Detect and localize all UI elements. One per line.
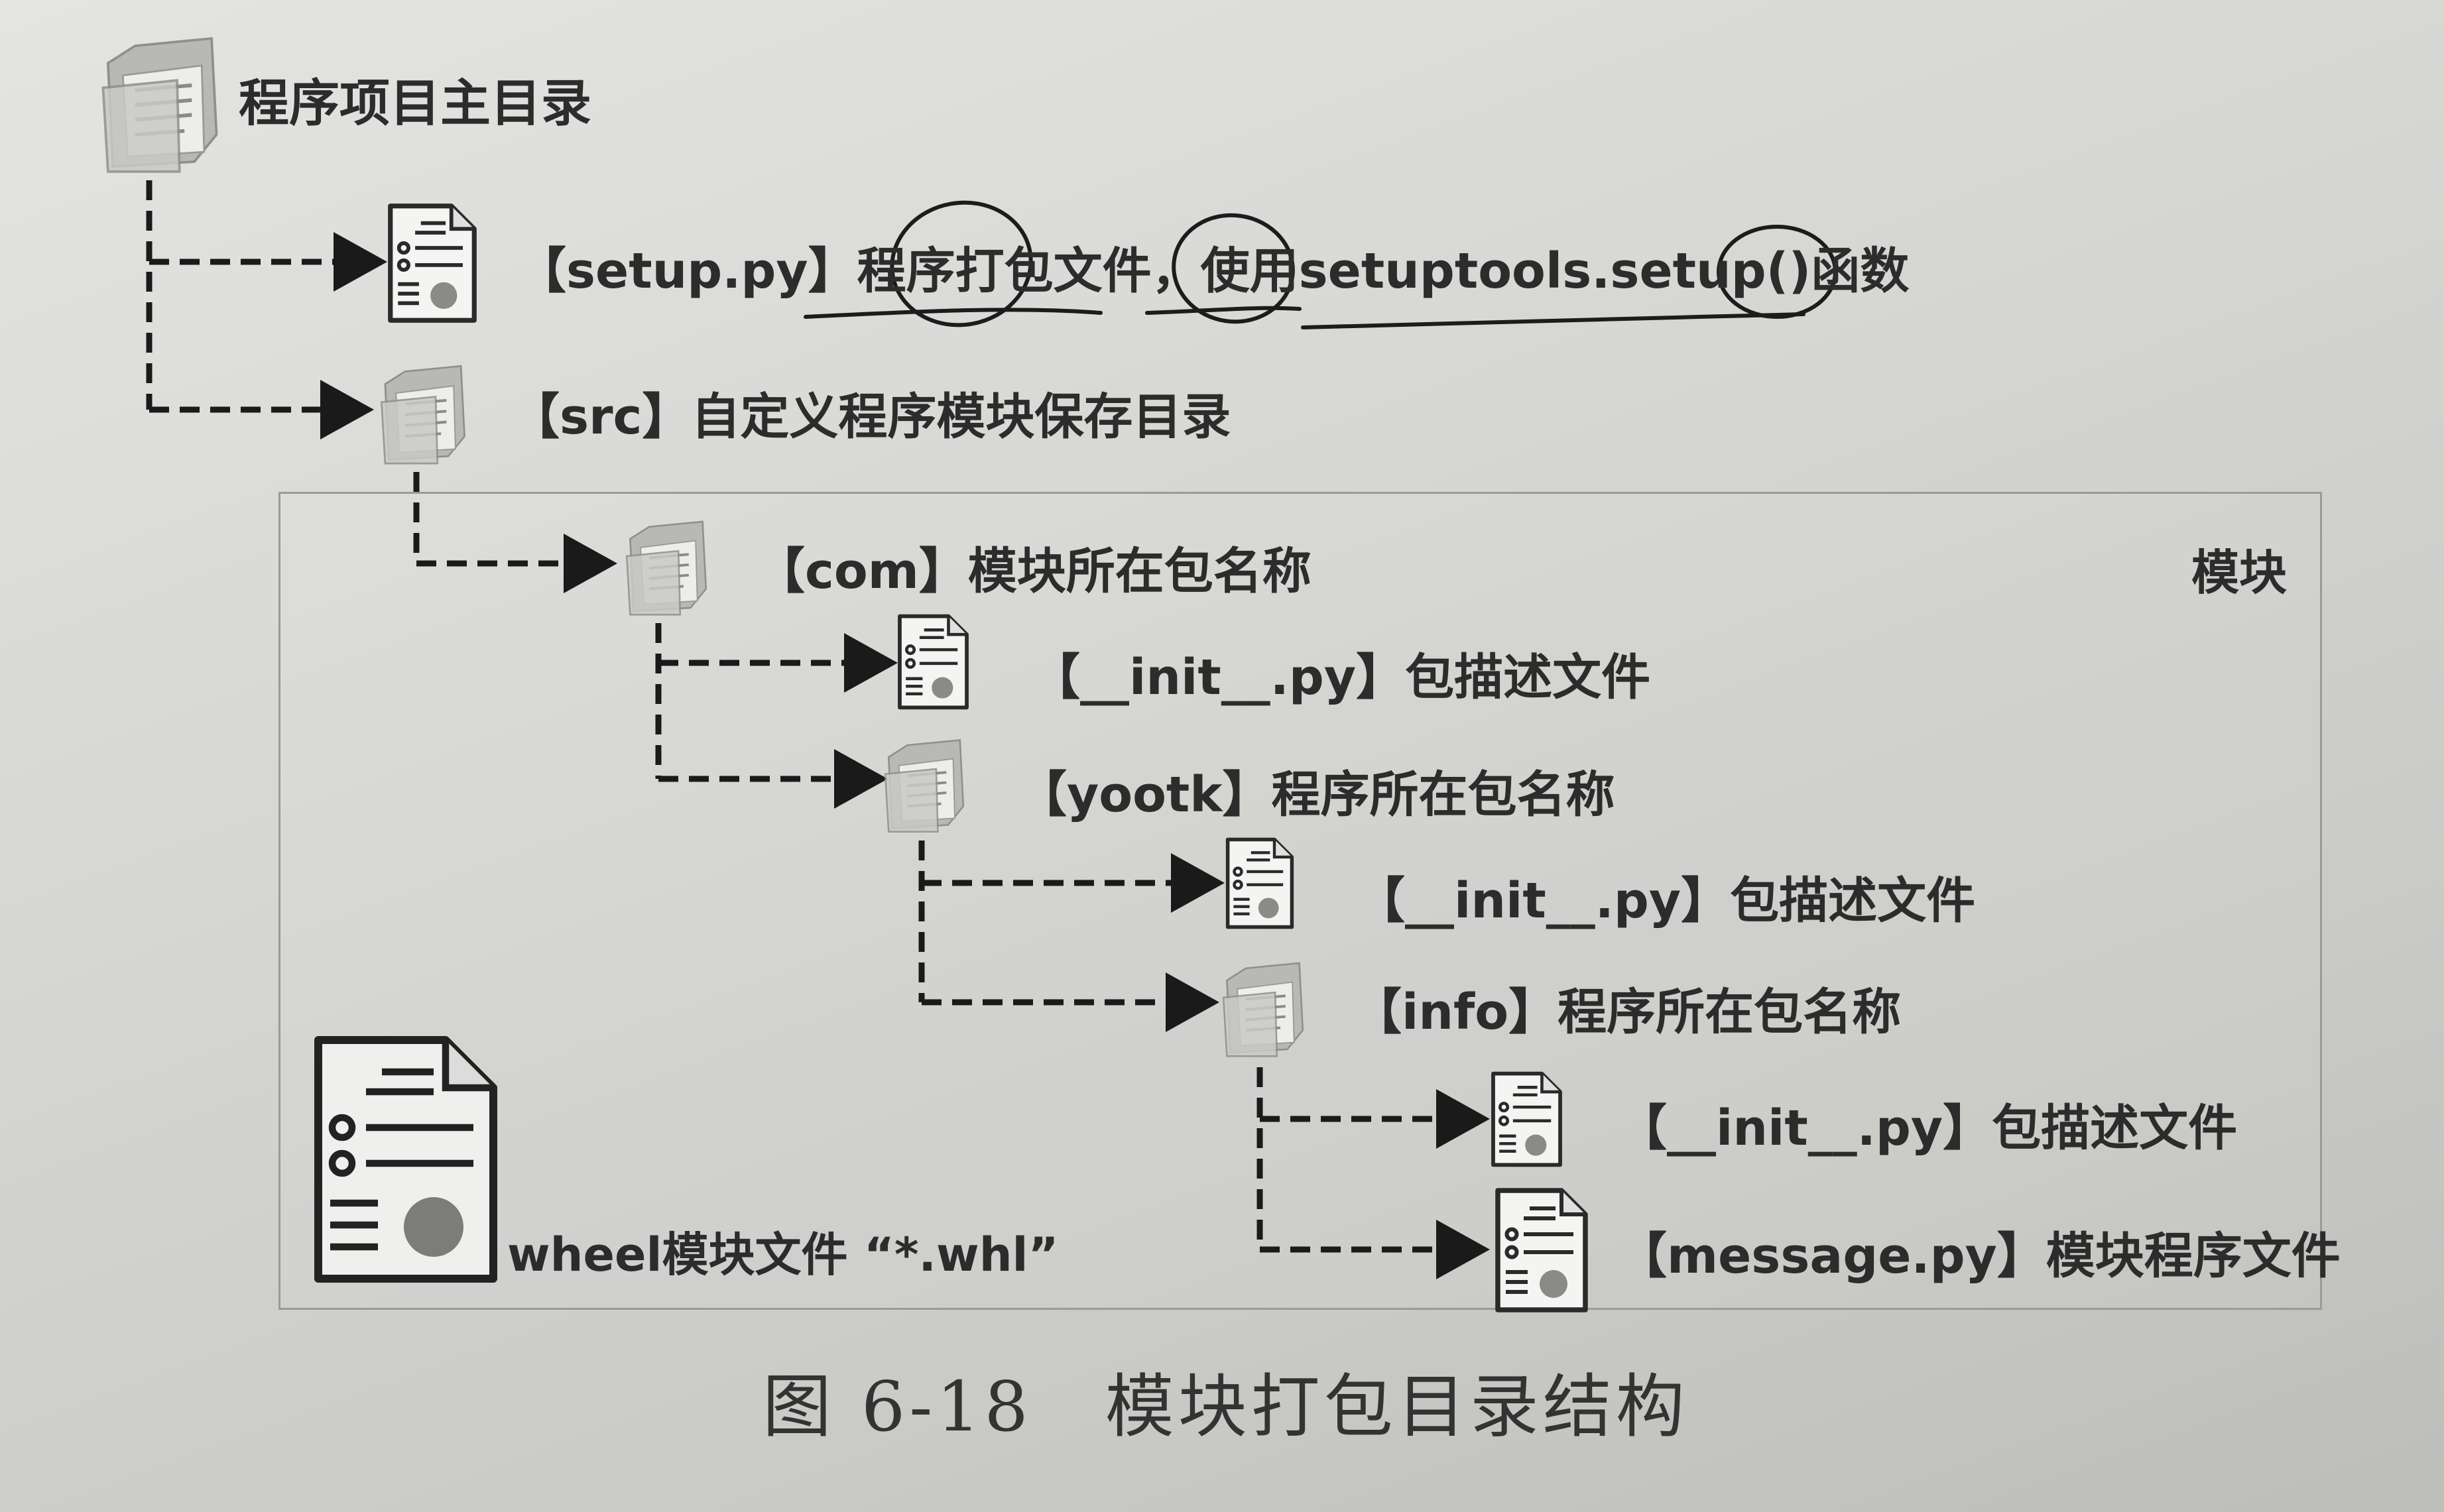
pen-circle-1 <box>890 200 1033 327</box>
wheel-file-icon <box>314 1036 497 1283</box>
figure-caption: 图 6-18 模块打包目录结构 <box>763 1366 1689 1447</box>
pen-circle-3 <box>1717 225 1837 319</box>
file-icon <box>1225 837 1294 929</box>
file-icon <box>388 204 477 323</box>
src-directory-label: 【src】自定义程序模块保存目录 <box>511 388 1231 445</box>
pen-circle-2 <box>1172 213 1295 324</box>
setup-file-label: 【setup.py】程序打包文件，使用setuptools.setup()函数 <box>517 243 1910 300</box>
file-icon <box>1495 1188 1588 1312</box>
com-package-label: 【com】模块所在包名称 <box>756 543 1312 600</box>
handwritten-annotations <box>804 200 1837 329</box>
message-file-label: 【message.py】模块程序文件 <box>1618 1228 2341 1285</box>
folder-icon <box>1222 962 1304 1057</box>
module-label: 模块 <box>2191 545 2288 601</box>
yootk-init-label: 【__init__.py】包描述文件 <box>1356 872 1976 929</box>
wheel-file-label: wheel模块文件 “*.whl” <box>507 1228 1059 1282</box>
root-directory-label: 程序项目主目录 <box>239 74 591 133</box>
file-icon <box>898 614 969 710</box>
pen-underline-2 <box>1145 306 1302 315</box>
module-box <box>278 492 2322 1310</box>
pen-underline-3 <box>1301 312 1805 329</box>
folder-icon <box>101 36 218 173</box>
pen-underline-1 <box>804 308 1103 319</box>
folder-icon <box>884 739 965 833</box>
file-icon <box>1491 1071 1562 1167</box>
folder-icon <box>625 520 707 616</box>
folder-icon <box>381 365 465 465</box>
info-init-label: 【__init__.py】包描述文件 <box>1618 1100 2238 1157</box>
com-init-label: 【__init__.py】包描述文件 <box>1031 649 1651 706</box>
yootk-package-label: 【yootk】程序所在包名称 <box>1018 766 1615 823</box>
info-package-label: 【info】程序所在包名称 <box>1353 984 1902 1041</box>
